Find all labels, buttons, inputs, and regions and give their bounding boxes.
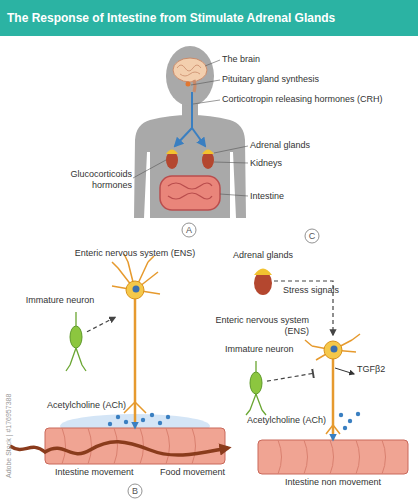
immature-neuron (70, 326, 82, 348)
dendrites (112, 254, 160, 294)
part-label: Pituitary gland synthesis (222, 74, 319, 85)
part-label: Corticotropin releasing hormones (CRH) (222, 94, 383, 105)
nucleus (331, 346, 338, 353)
immature-neuron-node: Immature neuron (245, 358, 267, 408)
ach-dot (116, 415, 120, 419)
ach-dot (124, 420, 128, 424)
ach-dot (348, 419, 352, 423)
node-label: Immature neuron (10, 295, 110, 306)
part-label: Glucocorticoids hormones (62, 169, 132, 191)
axon (332, 358, 335, 405)
adrenal-gland (202, 150, 214, 155)
signal-arrow (87, 317, 115, 331)
neuron-soma (324, 341, 342, 359)
ach-dot (158, 421, 162, 425)
edge-label: Acetylcholine (ACh) (38, 400, 126, 411)
panel-letter: C (305, 230, 319, 243)
axon-connector (332, 405, 335, 440)
node-label: Immature neuron (225, 344, 315, 355)
brain-stem (194, 80, 195, 92)
adrenal-gland-node: Adrenal glands (252, 266, 274, 296)
panel-letter: A (182, 224, 196, 237)
food-arrow (10, 442, 228, 455)
watermark: Adobe Stock | #176957388 (3, 394, 14, 478)
ens-neuron: Enteric nervous system (ENS) (115, 272, 155, 342)
ach-dot (339, 413, 343, 417)
axon-terminal (124, 402, 146, 413)
intestine (160, 176, 220, 210)
panel-marker (182, 223, 196, 237)
intestine-node: Intestine non movement (258, 440, 408, 474)
axon-terminal (326, 425, 340, 434)
part-label: The brain (222, 54, 260, 65)
crh-arrow (175, 92, 192, 146)
ach-dot (150, 413, 154, 417)
node-label: Enteric nervous system (ENS) (55, 248, 215, 259)
node-label: Intestine movement (55, 467, 165, 478)
ach-dot (108, 422, 112, 426)
tgf-arrow (335, 368, 354, 374)
immature-neurites (246, 361, 266, 415)
ach-dot (343, 426, 347, 430)
adrenal-gland (166, 150, 178, 155)
ach-molecules (339, 412, 360, 430)
ach-molecules (108, 413, 170, 426)
pituitary-gland (186, 82, 191, 87)
panel-marker (128, 484, 142, 498)
immature-neuron (250, 372, 262, 394)
ach-dot (356, 412, 360, 416)
intestine-node: Intestine movement (45, 428, 225, 464)
part-label: TGFβ2 (357, 364, 385, 375)
immature-neurites (66, 312, 86, 371)
intestine-folds (62, 428, 196, 464)
ach-dot (141, 418, 145, 422)
edge-group (87, 281, 333, 440)
head (166, 46, 214, 106)
node-label: Enteric nervous system (ENS) (213, 315, 309, 337)
signal-arrow (267, 373, 313, 381)
crh-arrow (192, 128, 205, 146)
title-text: The Response of Intestine from Stimulate… (7, 11, 335, 25)
dendrites (305, 334, 360, 360)
part-label: Food movement (160, 467, 225, 478)
nucleus (133, 286, 140, 293)
edge-label: Acetylcholine (ACh) (238, 415, 326, 426)
axon (134, 298, 137, 342)
intestine-folds (278, 440, 386, 474)
part-label: Adrenal glands (250, 140, 310, 151)
ens-neuron: Enteric nervous system (ENS) (313, 335, 353, 405)
panel-marker (305, 229, 319, 243)
title-band: The Response of Intestine from Stimulate… (0, 0, 418, 36)
neuron-soma (126, 281, 144, 299)
node-label: Intestine non movement (258, 477, 408, 488)
intestine-segment (258, 440, 408, 474)
ach-dot (166, 415, 170, 419)
intestine-coils (168, 183, 212, 199)
panel-letter: B (128, 485, 142, 498)
part-label: Kidneys (250, 158, 282, 169)
part-label: Intestine (250, 191, 284, 202)
brain (173, 58, 207, 82)
immature-neuron-node: Immature neuron (65, 310, 87, 365)
node-label: Adrenal glands (213, 250, 313, 261)
adrenal-gland (254, 269, 272, 276)
brain-folds (177, 65, 201, 76)
edge-label: Stress signals (283, 285, 353, 296)
axon-connector (134, 342, 137, 428)
